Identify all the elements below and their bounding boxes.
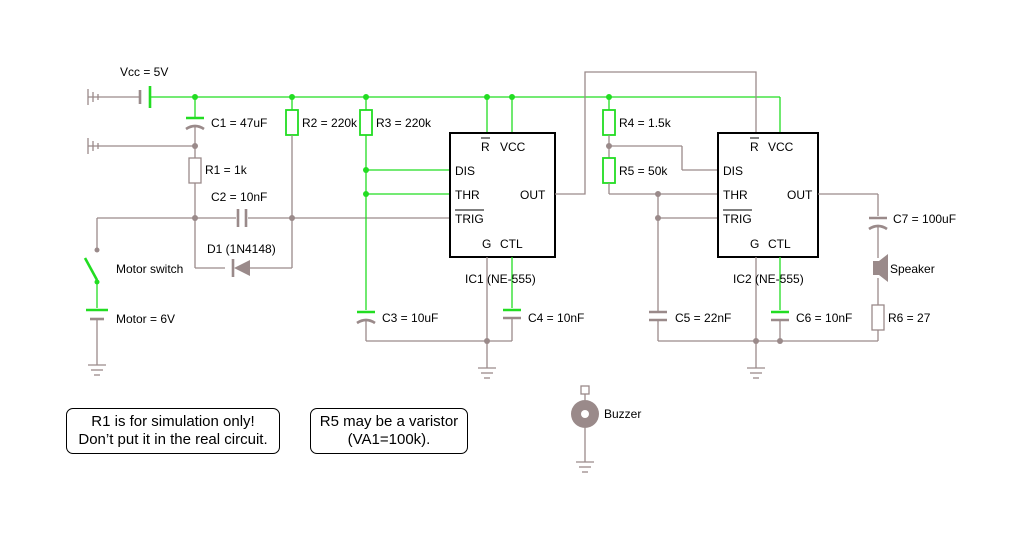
- ic1-pin-thr: THR: [455, 188, 480, 202]
- label-ic1: IC1 (NE-555): [465, 272, 536, 286]
- ic1-pin-dis: DIS: [455, 164, 475, 178]
- ic1-pin-r: R: [481, 140, 490, 154]
- ic2-pin-vcc: VCC: [768, 140, 794, 154]
- label-c4: C4 = 10nF: [528, 311, 584, 325]
- ic1-pins: R VCC DIS THR TRIG OUT G CTL: [455, 137, 546, 251]
- ic2-box: [717, 97, 819, 379]
- note-r1: R1 is for simulation only! Don’t put it …: [66, 408, 280, 454]
- label-c3: C3 = 10uF: [382, 311, 438, 325]
- r2-branch: [285, 97, 299, 268]
- ic1-pin-ctl: CTL: [500, 237, 523, 251]
- ic2-pin-out: OUT: [787, 188, 813, 202]
- buzzer-symbol: [571, 385, 599, 473]
- label-c6: C6 = 10nF: [796, 311, 852, 325]
- label-speaker: Speaker: [890, 262, 935, 276]
- c1-r1-branch: [87, 97, 292, 277]
- ic2-pin-trig: TRIG: [723, 212, 752, 226]
- ic2-pin-g: G: [750, 237, 759, 251]
- ic1-pin-out: OUT: [520, 188, 546, 202]
- label-buzzer: Buzzer: [604, 407, 641, 421]
- ic1-box: [449, 71, 757, 379]
- label-c7: C7 = 100uF: [893, 212, 956, 226]
- label-vcc: Vcc = 5V: [120, 65, 168, 79]
- label-r5: R5 = 50k: [619, 164, 668, 178]
- ic2-pin-dis: DIS: [723, 164, 743, 178]
- vcc-supply: [87, 86, 780, 108]
- label-c5: C5 = 22nF: [675, 311, 731, 325]
- label-r1: R1 = 1k: [205, 163, 248, 177]
- label-motor: Motor = 6V: [116, 312, 175, 326]
- label-ic2: IC2 (NE-555): [733, 272, 804, 286]
- ic1-pin-trig: TRIG: [455, 212, 484, 226]
- r4-r5-c5-branch: [602, 97, 878, 342]
- note-r1-line2: Don’t put it in the real circuit.: [78, 431, 268, 448]
- ic2-pin-r: R: [750, 140, 759, 154]
- note-r5-line1: R5 may be a varistor: [319, 413, 459, 430]
- ic1-pin-g: G: [482, 237, 491, 251]
- junctions: [192, 94, 783, 344]
- r3-c3-branch: [356, 97, 512, 342]
- note-r1-line1: R1 is for simulation only!: [91, 413, 255, 430]
- output-stage: [818, 193, 888, 341]
- ic1-pin-vcc: VCC: [500, 140, 526, 154]
- ic2-pin-ctl: CTL: [768, 237, 791, 251]
- label-r2: R2 = 220k: [302, 116, 358, 130]
- label-r3: R3 = 220k: [376, 116, 432, 130]
- label-motor-switch: Motor switch: [116, 262, 183, 276]
- ic2-pins: R VCC DIS THR TRIG OUT G CTL: [723, 137, 813, 251]
- ic2-pin-thr: THR: [723, 188, 748, 202]
- label-c1: C1 = 47uF: [211, 116, 267, 130]
- label-d1: D1 (1N4148): [207, 242, 276, 256]
- note-r5: R5 may be a varistor (VA1=100k).: [310, 408, 468, 454]
- label-r6: R6 = 27: [888, 311, 931, 325]
- label-c2: C2 = 10nF: [211, 190, 267, 204]
- label-r4: R4 = 1.5k: [619, 116, 672, 130]
- trigger-line: [83, 209, 450, 376]
- note-r5-line2: (VA1=100k).: [347, 431, 431, 448]
